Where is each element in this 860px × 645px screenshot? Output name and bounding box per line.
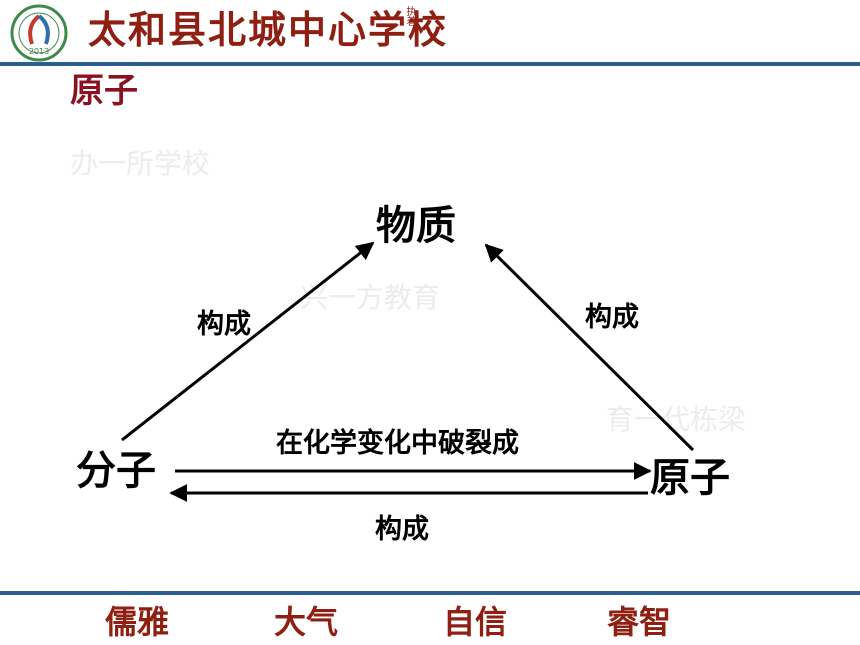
watermark-2: 兴一方教育 — [300, 281, 441, 314]
motto-3: 自信 — [443, 603, 508, 641]
label-molecule-to-atom: 在化学变化中破裂成 — [276, 428, 519, 459]
label-atom-to-molecule: 构成 — [375, 514, 429, 545]
header-rule — [0, 62, 860, 66]
node-matter: 物质 — [376, 203, 456, 249]
school-name: 太和县北城中心学校 — [88, 7, 449, 52]
school-logo: 2013 — [10, 4, 68, 62]
logo-year: 2013 — [29, 47, 49, 56]
motto-2: 大气 — [274, 603, 339, 641]
motto-1: 儒雅 — [105, 603, 170, 641]
motto-4: 睿智 — [607, 603, 672, 641]
footer-rule — [0, 591, 860, 595]
watermark-3: 育一代栋梁 — [606, 403, 747, 436]
node-atom: 原子 — [650, 455, 730, 501]
label-atom-to-matter: 构成 — [585, 302, 639, 333]
slide-title: 原子 — [70, 71, 138, 111]
arrow-molecule-to-matter — [121, 241, 375, 442]
school-side-text: 执着 — [404, 6, 415, 26]
arrow-atom-to-matter — [484, 243, 695, 452]
label-molecule-to-matter: 构成 — [197, 309, 251, 340]
watermark-1: 办一所学校 — [70, 147, 211, 180]
node-molecule: 分子 — [76, 448, 156, 494]
